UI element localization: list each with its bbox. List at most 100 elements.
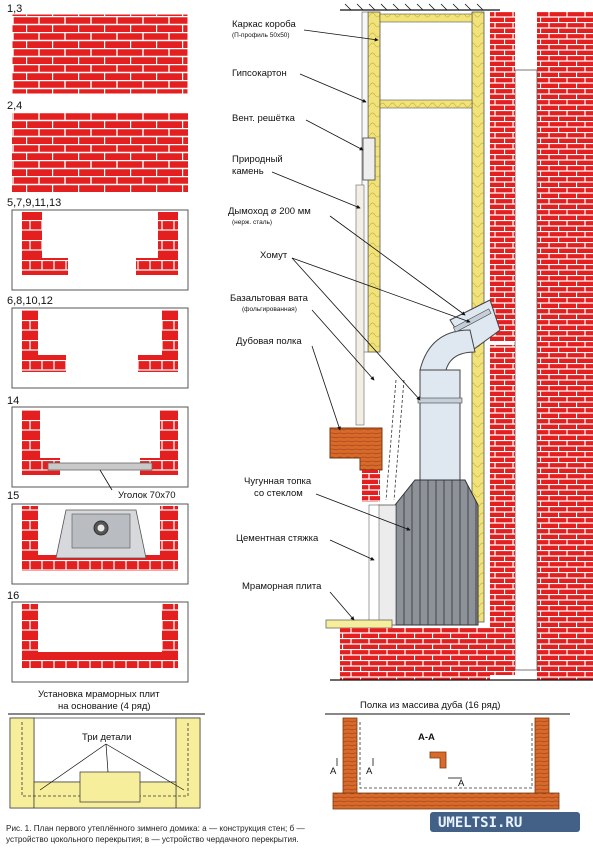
brick-l-right xyxy=(136,212,178,275)
chimney-pipe-vertical xyxy=(419,369,461,481)
clamp-band-upper xyxy=(452,308,492,333)
leader xyxy=(329,539,375,561)
brick-l-left xyxy=(22,410,60,475)
drywall-left xyxy=(361,11,369,353)
angle-leader xyxy=(99,469,113,491)
vent-grille xyxy=(362,137,376,181)
marble-plan-title-1: Установка мраморных плит xyxy=(38,689,160,700)
callout-stone-1: Природный xyxy=(232,154,283,165)
row-label-14: 14 xyxy=(7,395,19,407)
oak-plan-title: Полка из массива дуба (16 ряд) xyxy=(360,700,500,711)
callout-screed: Цементная стяжка xyxy=(236,533,319,544)
oak-side-left xyxy=(342,717,358,797)
callout-firebox-1: Чугунная топка xyxy=(244,476,312,487)
leader xyxy=(105,743,109,773)
brick-inner-wall-upper xyxy=(490,12,515,342)
section-mark-right: А xyxy=(366,766,373,777)
leader xyxy=(329,215,466,316)
clearance-line xyxy=(393,379,405,501)
brick-inner-wall-lower xyxy=(490,345,515,675)
callout-basalt-sub: (фольгированная) xyxy=(242,306,297,313)
callout-clamp: Хомут xyxy=(260,250,288,261)
row-label-6-12: 6,8,10,12 xyxy=(7,295,53,307)
flue-hole-icon xyxy=(97,524,105,532)
marble-parts-label: Три детали xyxy=(82,732,131,743)
brick-base xyxy=(340,628,490,680)
watermark: UMELTSI.RU xyxy=(438,815,522,831)
brick-l-right xyxy=(138,310,178,372)
plan-row-15: 15 xyxy=(7,490,189,585)
section-mark-bottom: А xyxy=(458,778,465,789)
plan-row-6-12: 6,8,10,12 xyxy=(7,295,189,389)
figure-caption-line-2: устройство цокольного перекрытия; в — ус… xyxy=(6,835,299,844)
leader xyxy=(329,591,355,621)
brick-course-solid xyxy=(11,13,189,95)
callout-shelf: Дубовая полка xyxy=(236,336,302,347)
plan-row-14: 14 Уголок 70х70 xyxy=(7,395,189,501)
section-view xyxy=(325,3,593,681)
callout-vent: Вент. решётка xyxy=(232,113,296,124)
angle-label: Уголок 70х70 xyxy=(118,490,176,501)
leader xyxy=(271,171,361,209)
row-label-2-4: 2,4 xyxy=(7,100,22,112)
brick-u-course xyxy=(22,604,178,668)
row-outline xyxy=(11,209,189,291)
cast-iron-firebox xyxy=(394,479,479,626)
callout-chimney: Дымоход ⌀ 200 мм xyxy=(228,206,311,217)
leader xyxy=(291,257,471,323)
row-label-16: 16 xyxy=(7,590,19,602)
brick-column xyxy=(537,12,593,680)
cement-screed-gap xyxy=(368,504,380,624)
plan-row-1-3: 1,3 xyxy=(7,3,189,95)
oak-side-right xyxy=(534,717,550,797)
leader xyxy=(299,73,367,103)
callout-chimney-sub: (нерж. сталь) xyxy=(232,219,272,226)
callouts: Каркас короба (П-профиль 50х50) Гипсокар… xyxy=(228,19,471,621)
callout-drywall: Гипсокартон xyxy=(232,68,287,79)
plan-row-16: 16 xyxy=(7,590,189,683)
plan-row-5-13: 5,7,9,11,13 xyxy=(7,197,189,291)
plan-row-2-4: 2,4 xyxy=(7,100,188,192)
steel-angle xyxy=(47,462,153,471)
oak-front xyxy=(332,792,560,810)
clamp-band xyxy=(417,397,463,404)
row-label-5-13: 5,7,9,11,13 xyxy=(7,197,61,209)
frame-middle xyxy=(379,99,473,109)
frame-top xyxy=(379,13,473,23)
column-channel xyxy=(514,69,538,671)
natural-stone xyxy=(355,184,365,426)
callout-stone-2: камень xyxy=(232,166,264,177)
brick-l-left xyxy=(22,212,68,275)
row-outline xyxy=(11,503,189,585)
leader xyxy=(303,29,379,42)
leader xyxy=(311,345,341,431)
watermark-bg xyxy=(430,812,580,832)
marble-plan: Установка мраморных плит на основание (4… xyxy=(8,689,205,809)
leader xyxy=(105,743,185,791)
leader xyxy=(291,257,421,401)
firebox-glass-door xyxy=(377,504,397,626)
marble-slab xyxy=(325,619,393,629)
section-mark-left: А xyxy=(330,766,337,777)
brick-l-left xyxy=(22,310,66,372)
row-label-1-3: 1,3 xyxy=(7,3,22,15)
clearance-line xyxy=(385,379,397,501)
oak-shelf xyxy=(329,427,383,471)
row-label-15: 15 xyxy=(7,490,19,502)
box-insulation-left xyxy=(367,11,381,353)
chimney-elbow xyxy=(419,329,476,376)
callout-frame: Каркас короба xyxy=(232,19,296,30)
leader xyxy=(311,309,375,381)
row-outline xyxy=(11,601,189,683)
leader xyxy=(39,743,107,791)
shelf-outline-dashed xyxy=(359,722,533,789)
section-profile xyxy=(429,751,447,769)
figure-caption-line-1: Рис. 1. План первого утеплённого зимнего… xyxy=(6,824,305,833)
brick-course-solid-offset xyxy=(12,112,188,192)
brick-l-right xyxy=(140,410,178,475)
leader xyxy=(305,119,364,151)
row-outline xyxy=(11,406,189,488)
brick-pier xyxy=(362,470,380,502)
callout-marble: Мраморная плита xyxy=(242,581,322,592)
